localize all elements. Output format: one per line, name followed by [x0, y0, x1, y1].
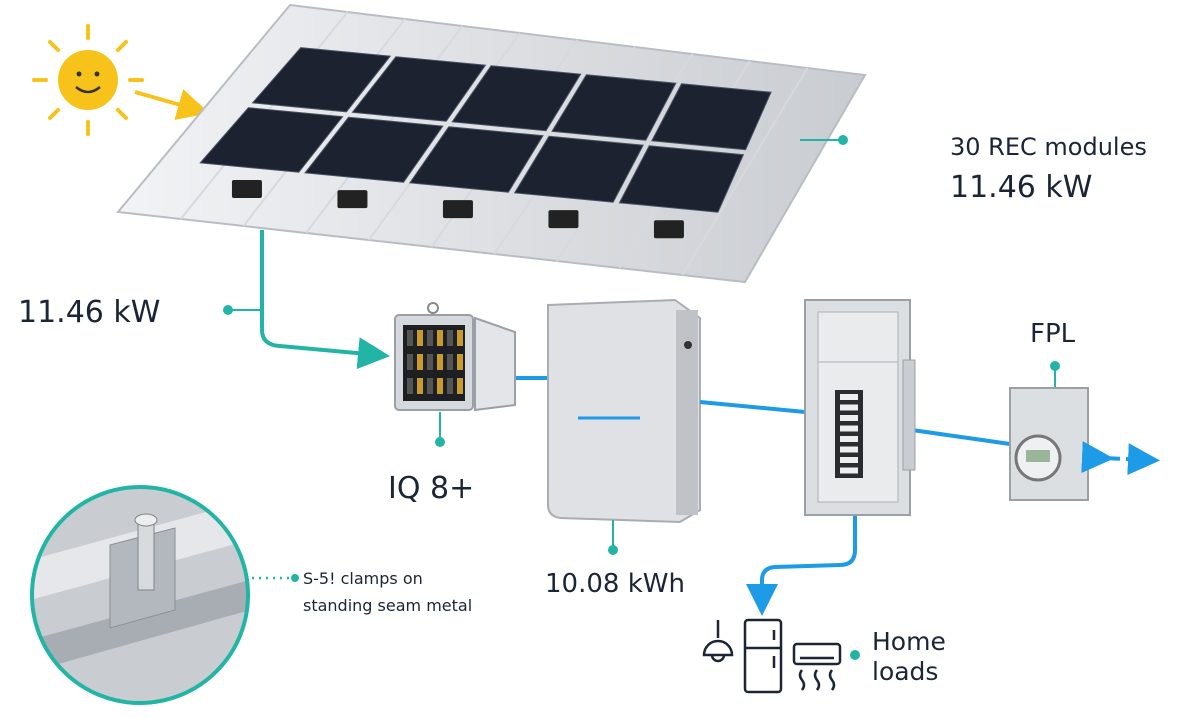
- breaker: [447, 330, 453, 346]
- solar-panel: [304, 116, 444, 183]
- microinverter: [653, 220, 684, 239]
- breaker: [427, 378, 433, 394]
- pendant-lamp-icon: [702, 620, 734, 663]
- array-power-label: 11.46 kW: [950, 170, 1092, 205]
- breaker: [437, 330, 443, 346]
- solar-panel: [408, 126, 544, 193]
- breaker: [840, 467, 858, 474]
- breaker: [457, 330, 463, 346]
- breaker: [407, 330, 413, 346]
- breaker: [437, 354, 443, 370]
- microinverter: [337, 190, 368, 209]
- air-conditioner-icon: [792, 642, 842, 691]
- breaker: [427, 354, 433, 370]
- solar-panel: [551, 74, 677, 141]
- utility-meter: [1009, 387, 1089, 501]
- solar-panel: [513, 135, 644, 203]
- breaker: [840, 446, 858, 453]
- solar-panel: [618, 145, 745, 213]
- load-wire: [746, 515, 857, 616]
- array-modules-label: 30 REC modules: [950, 133, 1147, 161]
- breaker: [840, 394, 858, 400]
- microinverter: [548, 210, 579, 229]
- bidirectional-arrow-icon: [1081, 441, 1160, 476]
- breaker: [407, 378, 413, 394]
- solar-panel: [451, 65, 582, 132]
- breaker: [417, 378, 423, 394]
- breaker: [447, 354, 453, 370]
- mount-label-line2: standing seam metal: [303, 596, 472, 615]
- microinverter-label: IQ 8+: [388, 471, 474, 506]
- breaker: [457, 378, 463, 394]
- battery-label: 10.08 kWh: [545, 569, 685, 599]
- ac-wire-battery-panel: [699, 400, 806, 414]
- loads-label-line2: loads: [872, 657, 938, 686]
- ac-wire-panel-meter: [911, 428, 1011, 446]
- breaker: [417, 354, 423, 370]
- breaker: [437, 378, 443, 394]
- sun-icon: [32, 24, 210, 136]
- solar-panel: [199, 107, 344, 173]
- combiner-box: [394, 302, 548, 412]
- breaker: [840, 415, 858, 421]
- breaker: [427, 330, 433, 346]
- breaker: [447, 378, 453, 394]
- breaker: [840, 404, 858, 411]
- loads-label-line1: Home: [872, 627, 946, 656]
- mount-label-line1: S-5! clamps on: [303, 569, 423, 588]
- solar-panel: [351, 56, 487, 122]
- microinverter: [442, 200, 473, 219]
- breaker: [417, 330, 423, 346]
- solar-array: [116, 3, 867, 284]
- breaker: [407, 354, 413, 370]
- electrical-panel: [804, 299, 916, 516]
- solar-panel: [251, 47, 392, 113]
- breaker: [840, 457, 858, 463]
- dc-power-label: 11.46 kW: [18, 295, 160, 330]
- clamp-detail: [30, 485, 250, 705]
- breaker: [457, 354, 463, 370]
- dc-wire: [260, 230, 390, 370]
- breaker: [840, 425, 858, 432]
- utility-label: FPL: [1030, 319, 1076, 349]
- battery-unit: [547, 298, 701, 524]
- breaker: [840, 436, 858, 442]
- microinverter: [231, 180, 262, 199]
- refrigerator-icon: [743, 618, 783, 694]
- solar-panel: [651, 83, 772, 151]
